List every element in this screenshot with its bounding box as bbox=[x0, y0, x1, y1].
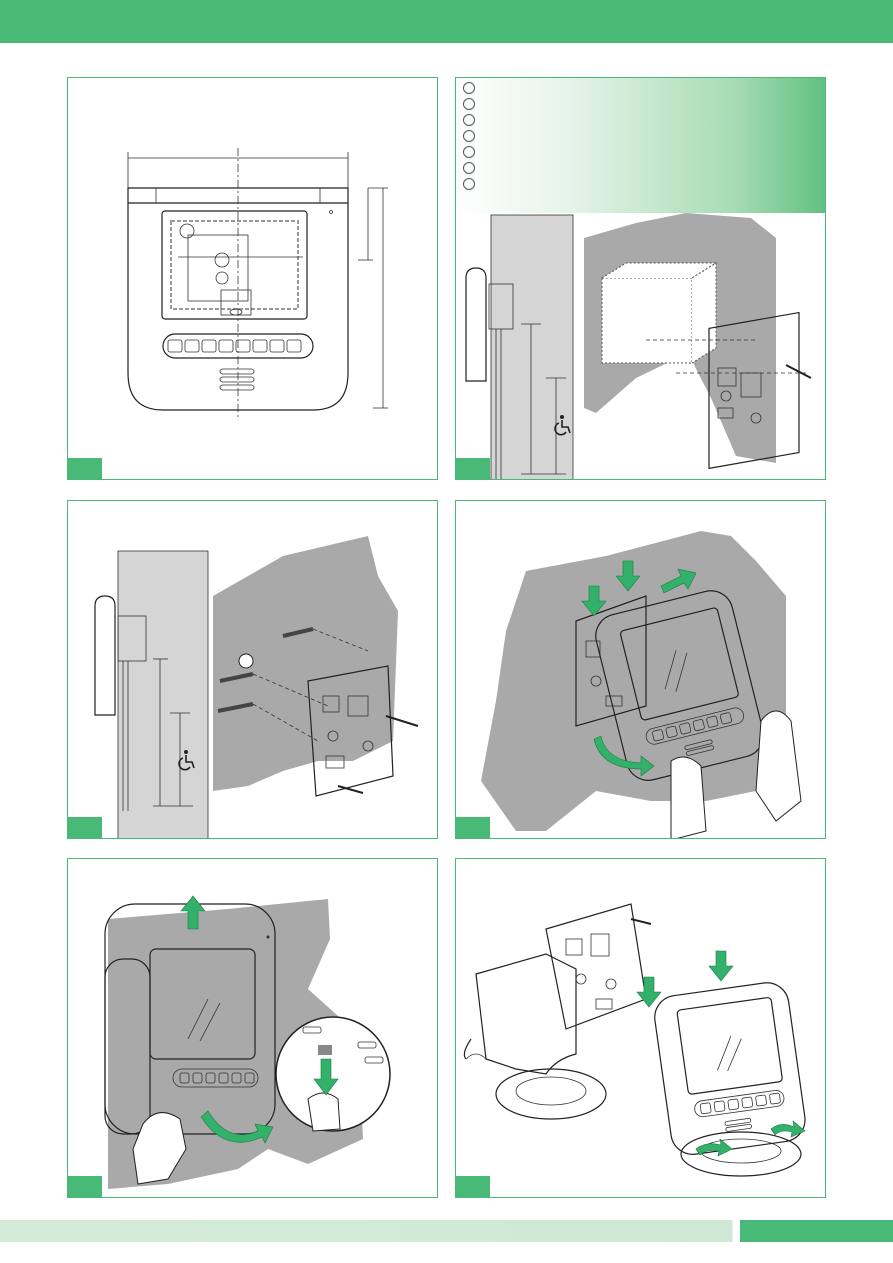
figure-desk-stand bbox=[455, 858, 826, 1198]
monitor-removal-drawing bbox=[68, 859, 438, 1198]
figure-tab bbox=[68, 458, 102, 479]
monitor-hooking-drawing bbox=[456, 501, 826, 839]
arrow-icon bbox=[637, 951, 805, 1156]
header-bar bbox=[0, 0, 893, 43]
front-dimensions-drawing bbox=[68, 78, 438, 480]
hand-icon bbox=[671, 757, 706, 839]
figure-tab bbox=[456, 1176, 490, 1197]
figure-tab bbox=[456, 458, 490, 479]
figure-flush-box bbox=[455, 77, 826, 480]
figure-tab bbox=[68, 1176, 102, 1197]
figure-monitor-hooking bbox=[455, 500, 826, 839]
wall-plug-mounting-drawing bbox=[68, 501, 438, 839]
flush-box-mounting-drawing bbox=[456, 78, 826, 480]
footer-accent bbox=[740, 1220, 893, 1242]
hand-icon bbox=[756, 711, 801, 821]
desk-stand-mounting-drawing bbox=[456, 859, 826, 1198]
figure-tab bbox=[68, 817, 102, 838]
figure-wall-plugs bbox=[67, 500, 438, 839]
figure-monitor-removal bbox=[67, 858, 438, 1198]
figure-tab bbox=[456, 817, 490, 838]
hand-icon bbox=[308, 1093, 340, 1131]
figure-front-dimensions bbox=[67, 77, 438, 480]
